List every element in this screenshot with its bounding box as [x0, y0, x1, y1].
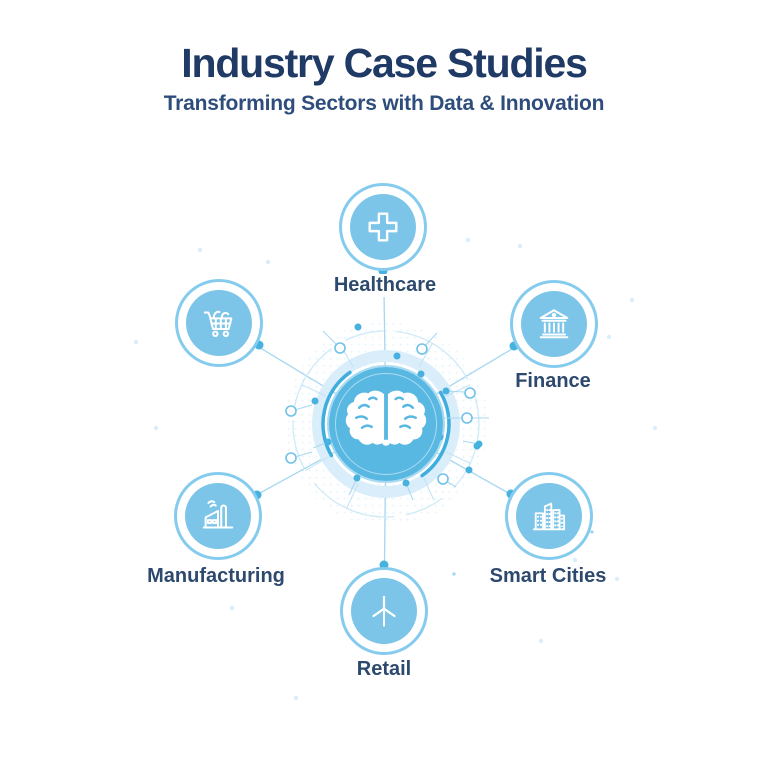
label-retail: Retail: [351, 658, 417, 681]
bank-icon: [539, 309, 569, 339]
node-finance: [510, 280, 598, 368]
label-finance: Finance: [510, 370, 596, 393]
shopping-cart-icon: [203, 310, 233, 338]
node-retail: [340, 567, 428, 655]
factory-icon: [202, 500, 234, 529]
page-title: Industry Case Studies: [181, 40, 588, 86]
circuit-dots: [311, 323, 483, 487]
city-buildings-icon: [532, 502, 566, 531]
node-manufacturing: [174, 472, 262, 560]
brain-icon: [345, 390, 427, 446]
page-subtitle: Transforming Sectors with Data & Innovat…: [163, 92, 605, 115]
label-smart-cities: Smart Cities: [484, 565, 612, 588]
medical-cross-icon: [368, 212, 398, 242]
node-ecommerce: [175, 279, 263, 367]
background-dots: [133, 237, 658, 701]
hub-arc-right: [420, 390, 451, 478]
circuit-hollow-circles: [285, 342, 476, 485]
label-manufacturing: Manufacturing: [142, 565, 290, 588]
node-healthcare: [339, 183, 427, 271]
central-hub-node: [329, 367, 443, 481]
wind-turbine-icon: [372, 595, 396, 627]
node-smart-cities: [505, 472, 593, 560]
label-healthcare: Healthcare: [328, 274, 442, 297]
